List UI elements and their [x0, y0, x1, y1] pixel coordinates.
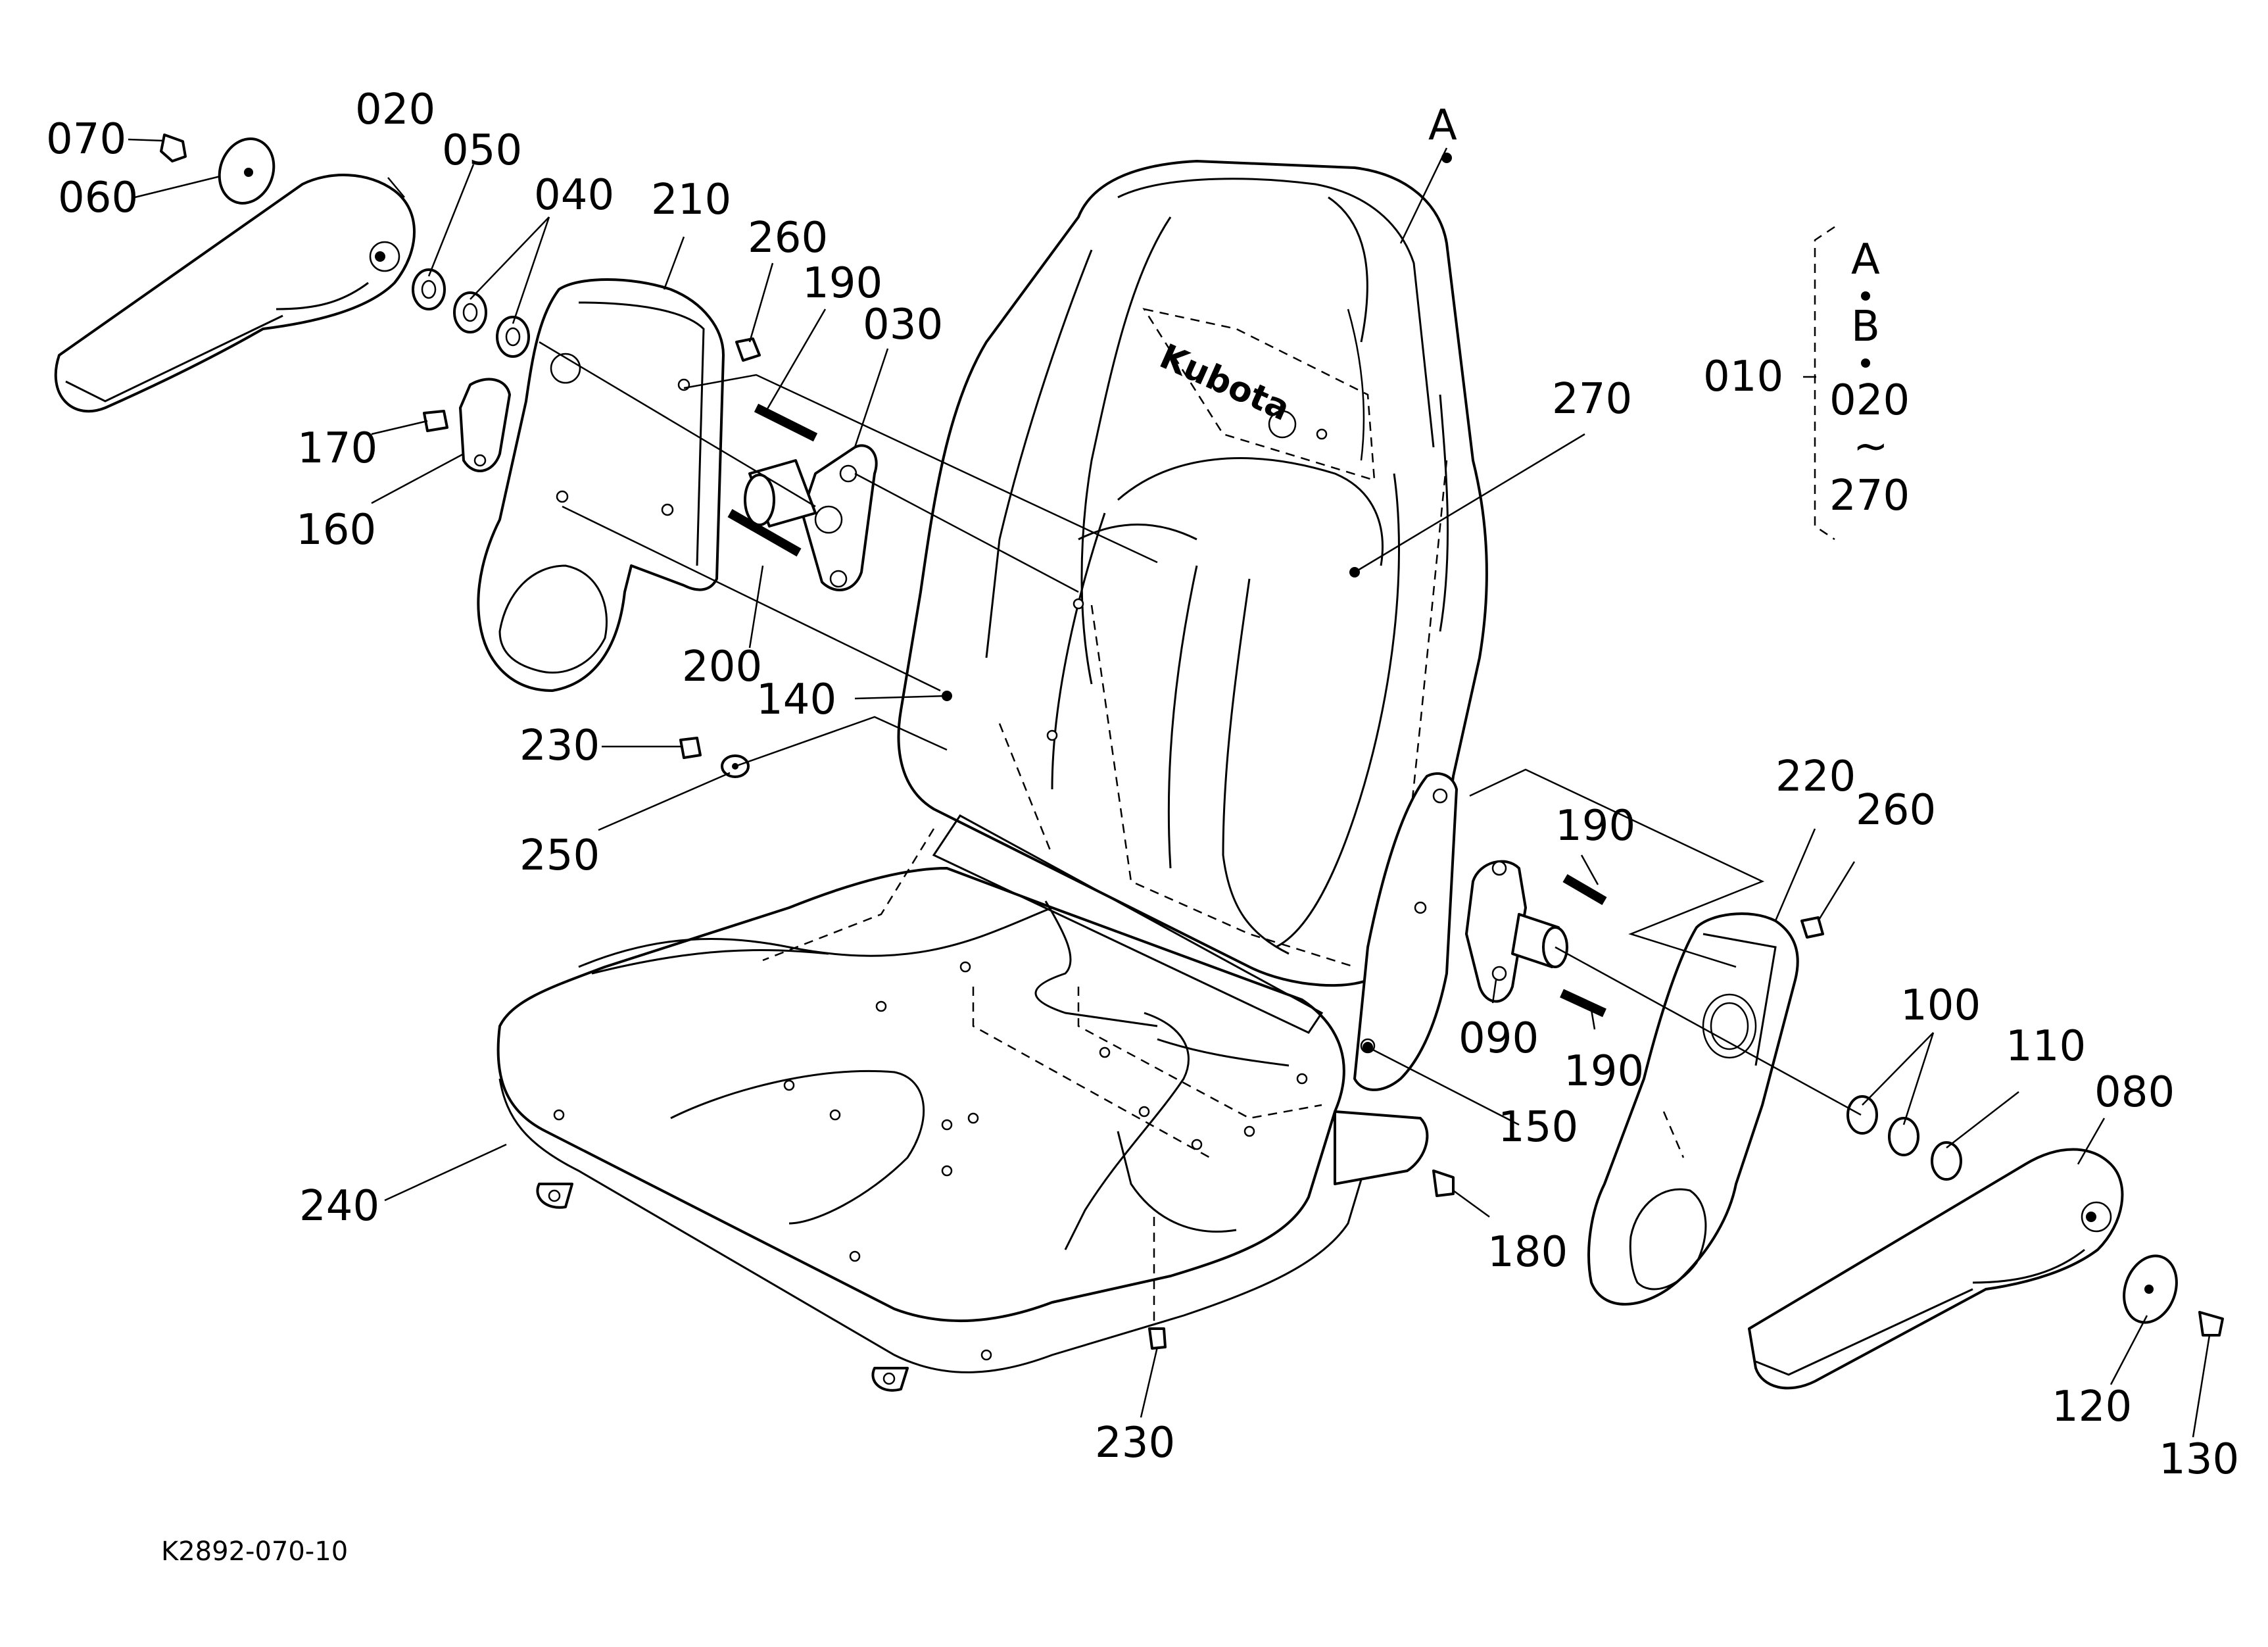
- callout-130: 130: [2159, 1435, 2239, 1484]
- seat-cushion: [496, 814, 1429, 1392]
- callout-170: 170: [297, 424, 377, 473]
- left-side-cover: [477, 278, 725, 692]
- callout-260-left: 260: [748, 214, 828, 262]
- callout-160: 160: [296, 506, 376, 554]
- callout-190-left: 190: [802, 259, 882, 308]
- callout-270: 270: [1552, 375, 1632, 424]
- right-hinge-bracket: [1353, 772, 1458, 1091]
- callout-leaders: [128, 138, 2211, 1438]
- callout-110: 110: [2006, 1022, 2086, 1071]
- callout-090: 090: [1459, 1014, 1539, 1063]
- assembly-note-line4: 270: [1829, 472, 1910, 520]
- callout-A-backrest: A: [1428, 101, 1457, 150]
- assembly-note-line2: B: [1851, 303, 1880, 351]
- callout-060: 060: [58, 174, 138, 222]
- assembly-note-tilde: ~: [1853, 422, 1889, 471]
- assembly-note: 010 A B 020 ~ 270: [1703, 226, 1910, 541]
- assembly-center-lines: [539, 341, 1862, 1322]
- callout-200: 200: [682, 643, 762, 691]
- callout-labels: 070 060 020 050 040 210 260 190 030 170 …: [46, 86, 2239, 1484]
- callout-100: 100: [1900, 981, 1981, 1030]
- callout-220: 220: [1775, 752, 1856, 801]
- assembly-note-bullet-2: [1861, 358, 1870, 368]
- assembly-note-bullet-1: [1861, 291, 1870, 301]
- right-side-cover: [1587, 912, 1799, 1306]
- callout-240: 240: [299, 1182, 379, 1231]
- callout-050: 050: [442, 126, 522, 175]
- callout-190-right-lower: 190: [1564, 1047, 1644, 1096]
- callout-260-right: 260: [1856, 786, 1936, 835]
- callout-040: 040: [534, 171, 614, 220]
- left-armrest: [54, 174, 416, 413]
- figure-code: K2892-070-10: [161, 1536, 348, 1567]
- callout-180: 180: [1487, 1228, 1568, 1277]
- callout-120: 120: [2052, 1383, 2132, 1431]
- callout-190-right-upper: 190: [1555, 802, 1635, 850]
- callout-250: 250: [519, 831, 600, 880]
- right-hinge-plate: [1465, 860, 1568, 1003]
- callout-030: 030: [863, 301, 943, 349]
- right-armrest: [1748, 1148, 2124, 1390]
- callout-140: 140: [756, 676, 836, 724]
- callout-230-lower: 230: [1095, 1419, 1175, 1467]
- callout-070: 070: [46, 115, 126, 164]
- left-hinge-plate: [744, 444, 878, 591]
- assembly-note-line3: 020: [1829, 376, 1910, 425]
- callout-210: 210: [651, 176, 731, 224]
- assembly-note-part: 010: [1703, 353, 1783, 401]
- assembly-note-line1: A: [1851, 235, 1880, 284]
- seat-backrest: Kubota: [897, 160, 1488, 987]
- callout-230-upper: 230: [519, 722, 600, 770]
- callout-080: 080: [2094, 1068, 2175, 1117]
- callout-150: 150: [1498, 1103, 1578, 1152]
- callout-020-left-armrest: 020: [355, 86, 435, 134]
- hardware-washers: [160, 134, 2224, 1350]
